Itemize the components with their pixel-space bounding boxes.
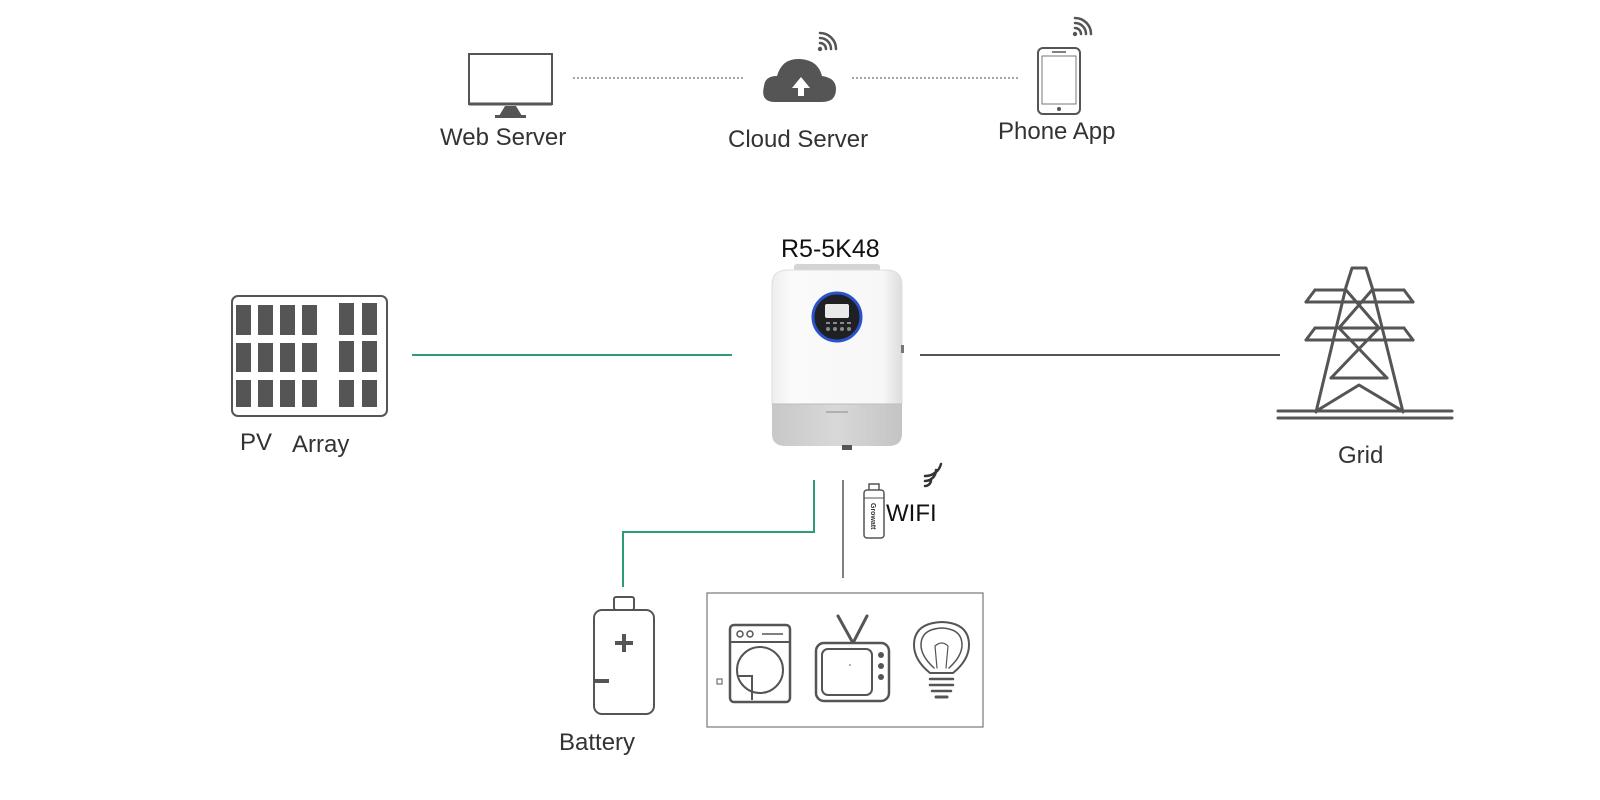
loads-box-marker (716, 678, 723, 685)
battery-icon (593, 596, 655, 715)
inverter-battery-line (622, 480, 815, 587)
television-icon (814, 614, 891, 703)
battery-label: Battery (559, 729, 636, 756)
phone-app-label: Phone App (998, 118, 1116, 145)
grid-label: Grid (1338, 442, 1384, 469)
solar-panel-icon (231, 295, 388, 417)
phone-icon (1037, 47, 1081, 115)
wifi-label: WIFI (886, 500, 937, 527)
washing-machine-icon (728, 623, 792, 704)
cloud-server-label: Cloud Server (728, 126, 869, 153)
pv-label: PV (240, 429, 273, 456)
phone-signal-icon (1072, 16, 1093, 37)
web-server-label: Web Server (440, 124, 567, 151)
wifi-dongle-icon: Growatt (863, 483, 885, 539)
monitor-icon (468, 53, 553, 118)
wifi-signal-icon (923, 462, 943, 488)
inverter-model-label: R5-5K48 (781, 235, 880, 263)
array-label: Array (292, 431, 350, 458)
transmission-tower-icon (1276, 266, 1454, 420)
cloud-signal-icon (817, 31, 838, 52)
wifi-dongle-brand: Growatt (869, 503, 876, 530)
inverter-unit (771, 264, 904, 450)
light-bulb-icon (912, 620, 971, 699)
cloud-upload-icon (763, 58, 836, 102)
